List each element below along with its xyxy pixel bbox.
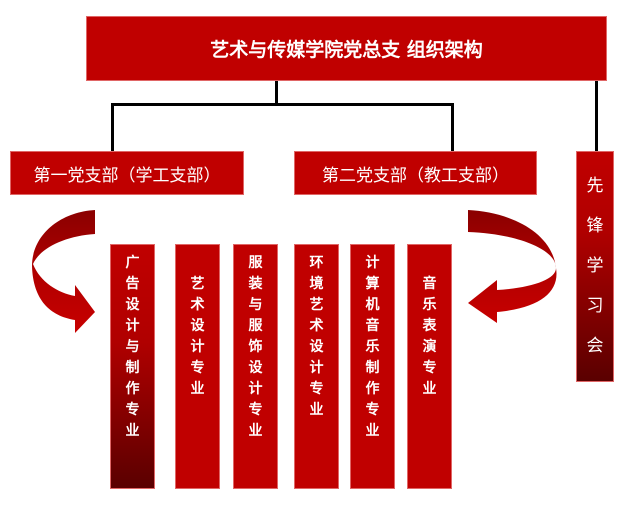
org-title-box: 艺术与传媒学院党总支 组织架构 xyxy=(86,16,607,81)
major-box: 环境艺术设计专业 xyxy=(294,244,339,489)
major-box: 音乐表演专业 xyxy=(407,244,452,489)
major-label: 计算机音乐制作专业 xyxy=(365,255,380,439)
major-box: 服装与服饰设计专业 xyxy=(233,244,278,489)
connector-line xyxy=(111,103,454,106)
pioneer-study-group-box: 先锋学习会 xyxy=(576,151,614,382)
major-box: 广告设计与制作专业 xyxy=(110,244,155,489)
branch-2-box: 第二党支部（教工支部） xyxy=(294,151,537,195)
branch-2-label: 第二党支部（教工支部） xyxy=(322,165,509,186)
connector-line xyxy=(111,103,114,151)
major-label: 环境艺术设计专业 xyxy=(309,255,324,418)
branch-1-label: 第一党支部（学工支部） xyxy=(33,165,221,186)
connector-line xyxy=(595,81,598,151)
curved-arrow-right-icon xyxy=(468,210,557,323)
branch-1-box: 第一党支部（学工支部） xyxy=(10,151,244,195)
curved-arrow-left-icon xyxy=(32,210,95,333)
connector-line xyxy=(451,103,454,151)
connector-line xyxy=(275,81,278,105)
major-box: 艺术设计专业 xyxy=(175,244,220,489)
major-box: 计算机音乐制作专业 xyxy=(350,244,395,489)
major-label: 艺术设计专业 xyxy=(190,276,205,397)
pioneer-label: 先锋学习会 xyxy=(586,176,604,356)
major-label: 服装与服饰设计专业 xyxy=(248,255,263,439)
major-label: 音乐表演专业 xyxy=(422,276,437,397)
major-label: 广告设计与制作专业 xyxy=(125,255,140,439)
org-title: 艺术与传媒学院党总支 组织架构 xyxy=(210,39,483,61)
